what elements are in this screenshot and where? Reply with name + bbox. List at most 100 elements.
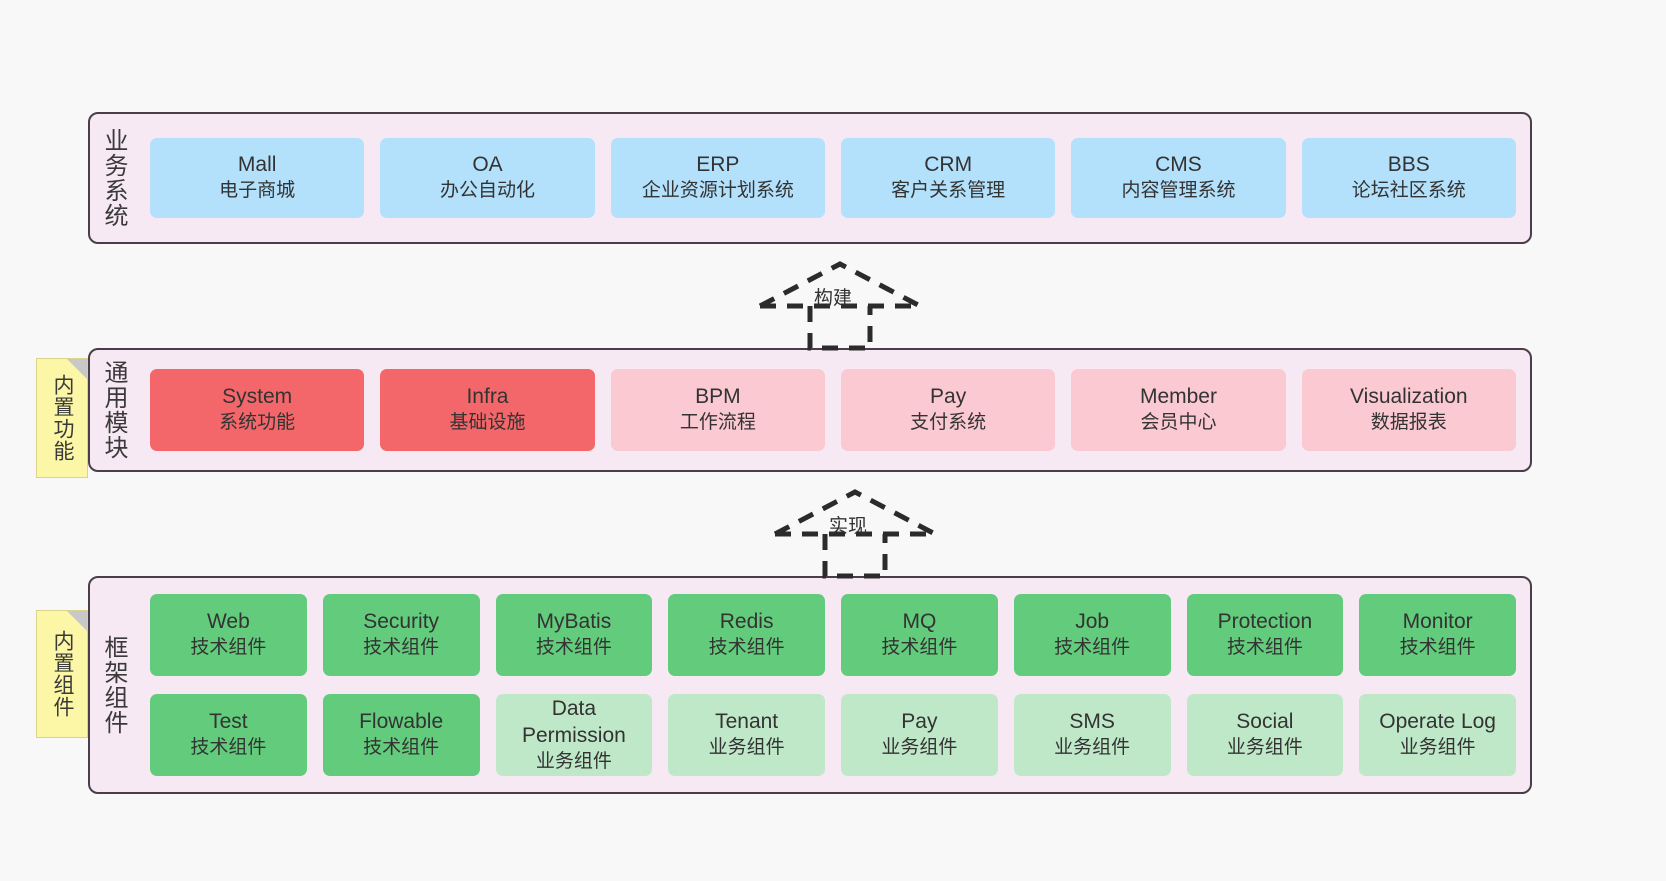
node-title: CMS xyxy=(1155,153,1202,177)
node-social[interactable]: Social 业务组件 xyxy=(1186,694,1344,776)
node-crm[interactable]: CRM 客户关系管理 xyxy=(840,138,1056,218)
node-title: CRM xyxy=(924,153,973,177)
node-title: BPM xyxy=(695,385,741,409)
node-title: Operate Log xyxy=(1379,710,1496,734)
node-title: Social xyxy=(1236,710,1294,734)
node-oa[interactable]: OA 办公自动化 xyxy=(380,138,595,218)
node-test[interactable]: Test 技术组件 xyxy=(150,694,307,776)
node-title: Job xyxy=(1075,610,1110,634)
node-erp[interactable]: ERP 企业资源计划系统 xyxy=(610,138,825,218)
node-mall[interactable]: Mall 电子商城 xyxy=(150,138,365,218)
note-built-in-components: 内置组件 xyxy=(36,610,88,738)
node-subtitle: 支付系统 xyxy=(910,412,987,434)
node-title: OA xyxy=(472,153,503,177)
node-tenant[interactable]: Tenant 业务组件 xyxy=(668,694,825,776)
node-row: System 系统功能 Infra 基础设施 BPM 工作流程 Pay 支付系统… xyxy=(150,369,1516,451)
node-system[interactable]: System 系统功能 xyxy=(150,369,365,451)
node-subtitle: 技术组件 xyxy=(363,737,440,759)
node-row: Mall 电子商城 OA 办公自动化 ERP 企业资源计划系统 CRM 客户关系… xyxy=(150,138,1516,218)
node-pay-component[interactable]: Pay 业务组件 xyxy=(841,694,998,776)
node-bbs[interactable]: BBS 论坛社区系统 xyxy=(1301,138,1516,218)
node-subtitle: 技术组件 xyxy=(708,637,785,659)
layer-label-framework-components: 框架组件 xyxy=(99,635,127,735)
node-title: Tenant xyxy=(715,710,779,734)
node-web[interactable]: Web 技术组件 xyxy=(150,594,307,676)
node-title: MQ xyxy=(902,610,937,634)
node-mq[interactable]: MQ 技术组件 xyxy=(841,594,998,676)
node-member[interactable]: Member 会员中心 xyxy=(1071,369,1286,451)
node-subtitle: 工作流程 xyxy=(679,412,756,434)
node-subtitle: 数据报表 xyxy=(1370,412,1447,434)
node-operate-log[interactable]: Operate Log 业务组件 xyxy=(1359,694,1516,776)
node-infra[interactable]: Infra 基础设施 xyxy=(380,369,595,451)
layer-framework-components: 框架组件 Web 技术组件 Security 技术组件 MyBatis 技术组件… xyxy=(88,576,1532,794)
note-label: 内置组件 xyxy=(51,630,74,718)
node-title: Protection xyxy=(1217,610,1313,634)
layer-common-module: 通用模块 System 系统功能 Infra 基础设施 BPM 工作流程 Pay… xyxy=(88,348,1532,472)
node-title: Infra xyxy=(466,385,509,409)
node-row: Web 技术组件 Security 技术组件 MyBatis 技术组件 Redi… xyxy=(150,594,1516,676)
node-subtitle: 技术组件 xyxy=(363,637,440,659)
node-title: Monitor xyxy=(1402,610,1473,634)
layer-body-common-module: System 系统功能 Infra 基础设施 BPM 工作流程 Pay 支付系统… xyxy=(136,350,1530,470)
node-subtitle: 技术组件 xyxy=(535,637,612,659)
node-security[interactable]: Security 技术组件 xyxy=(322,594,480,676)
node-subtitle: 企业资源计划系统 xyxy=(641,180,794,202)
node-subtitle: 办公自动化 xyxy=(439,180,535,202)
node-subtitle: 技术组件 xyxy=(190,637,267,659)
node-title: Mall xyxy=(237,153,277,177)
node-title: Pay xyxy=(930,385,967,409)
node-subtitle: 技术组件 xyxy=(1054,637,1131,659)
node-subtitle: 会员中心 xyxy=(1140,412,1217,434)
node-data-permission[interactable]: Data Permission 业务组件 xyxy=(495,694,653,776)
connector-implement-label: 实现 xyxy=(829,516,868,537)
node-subtitle: 论坛社区系统 xyxy=(1351,180,1466,202)
connector-build: 构建 xyxy=(750,250,940,352)
note-label: 内置功能 xyxy=(51,374,74,462)
node-flowable[interactable]: Flowable 技术组件 xyxy=(322,694,480,776)
layer-body-framework-components: Web 技术组件 Security 技术组件 MyBatis 技术组件 Redi… xyxy=(136,578,1530,792)
node-subtitle: 电子商城 xyxy=(219,180,296,202)
note-fold-corner-icon xyxy=(67,359,87,379)
node-cms[interactable]: CMS 内容管理系统 xyxy=(1071,138,1286,218)
node-subtitle: 业务组件 xyxy=(1226,737,1303,759)
node-subtitle: 内容管理系统 xyxy=(1121,180,1236,202)
node-pay-module[interactable]: Pay 支付系统 xyxy=(840,369,1056,451)
node-title: Pay xyxy=(901,710,938,734)
node-subtitle: 业务组件 xyxy=(1399,737,1476,759)
node-title: Member xyxy=(1139,385,1217,409)
node-subtitle: 业务组件 xyxy=(708,737,785,759)
node-title: Flowable xyxy=(359,710,444,734)
build-arrow-icon xyxy=(758,261,922,351)
node-mybatis[interactable]: MyBatis 技术组件 xyxy=(495,594,653,676)
node-subtitle: 技术组件 xyxy=(1226,637,1303,659)
node-subtitle: 业务组件 xyxy=(535,750,612,772)
node-title: Visualization xyxy=(1350,385,1468,409)
node-subtitle: 技术组件 xyxy=(881,637,958,659)
node-redis[interactable]: Redis 技术组件 xyxy=(668,594,825,676)
node-sms[interactable]: SMS 业务组件 xyxy=(1013,694,1171,776)
node-title: Redis xyxy=(719,610,774,634)
layer-label-common-module: 通用模块 xyxy=(99,360,127,460)
node-bpm[interactable]: BPM 工作流程 xyxy=(610,369,825,451)
node-title: Web xyxy=(206,610,250,634)
note-fold-corner-icon xyxy=(67,611,87,631)
node-visualization[interactable]: Visualization 数据报表 xyxy=(1301,369,1516,451)
implement-arrow-icon xyxy=(773,489,937,579)
node-title: Security xyxy=(363,610,440,634)
node-title: ERP xyxy=(696,153,740,177)
node-subtitle: 技术组件 xyxy=(190,737,267,759)
connector-implement: 实现 xyxy=(765,478,955,580)
node-title: Test xyxy=(209,710,248,734)
node-title: System xyxy=(222,385,293,409)
node-subtitle: 技术组件 xyxy=(1399,637,1476,659)
node-protection[interactable]: Protection 技术组件 xyxy=(1186,594,1344,676)
node-subtitle: 业务组件 xyxy=(1054,737,1131,759)
node-job[interactable]: Job 技术组件 xyxy=(1013,594,1171,676)
node-title: Data Permission xyxy=(521,696,626,747)
node-subtitle: 客户关系管理 xyxy=(891,180,1006,202)
node-monitor[interactable]: Monitor 技术组件 xyxy=(1359,594,1516,676)
layer-business-system: 业务系统 Mall 电子商城 OA 办公自动化 ERP 企业资源计划系统 CRM… xyxy=(88,112,1532,244)
layer-label-business-system: 业务系统 xyxy=(99,128,127,228)
